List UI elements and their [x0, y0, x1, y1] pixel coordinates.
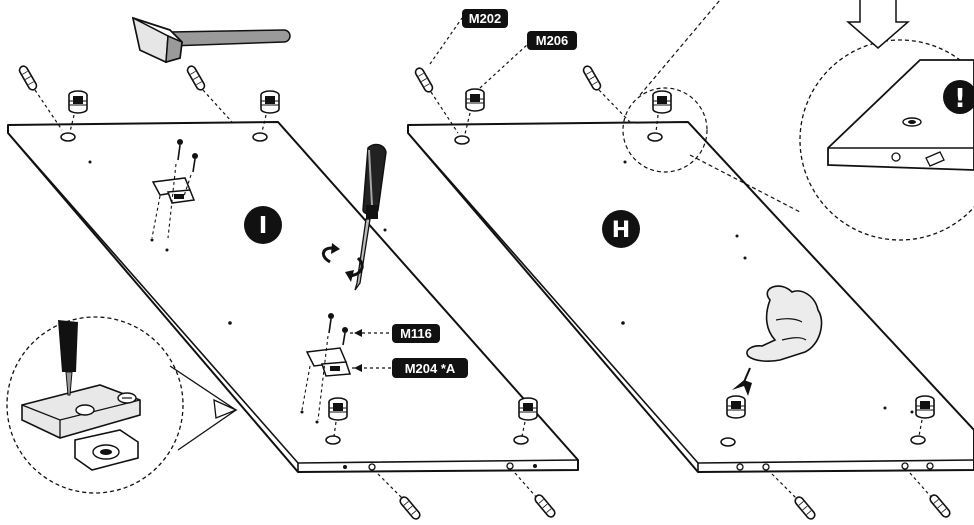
- detail-circle-left: [6, 316, 238, 494]
- svg-text:M116: M116: [400, 326, 432, 341]
- svg-text:M204 *A: M204 *A: [405, 361, 456, 376]
- panel-badge-left: I: [244, 206, 282, 244]
- hinge-plate-top: [150, 139, 198, 252]
- pointing-hand-icon: [732, 285, 823, 396]
- label-m116: M116: [350, 324, 440, 343]
- label-m204: M204 *A: [352, 358, 468, 378]
- hinge-plate-bottom: [300, 313, 352, 424]
- svg-text:I: I: [259, 213, 268, 239]
- svg-text:H: H: [612, 218, 630, 243]
- edge-holes: [343, 462, 537, 471]
- label-m202: M202: [429, 9, 508, 65]
- svg-text:M202: M202: [469, 11, 502, 26]
- edge-holes: [736, 462, 934, 471]
- detail-circle-right: [622, 0, 974, 241]
- svg-text:M206: M206: [536, 33, 569, 48]
- svg-text:!: !: [954, 84, 966, 114]
- label-m206: M206: [479, 31, 577, 89]
- rotate-arrows-icon: [322, 243, 364, 282]
- panel-badge-right: H: [602, 210, 640, 248]
- panel-left: [7, 121, 579, 473]
- dowel-group: [17, 63, 953, 522]
- hammer-icon: [131, 16, 291, 64]
- panel-right: [407, 121, 974, 473]
- cam-lock-group: [68, 88, 935, 437]
- warning-icon: !: [943, 80, 974, 114]
